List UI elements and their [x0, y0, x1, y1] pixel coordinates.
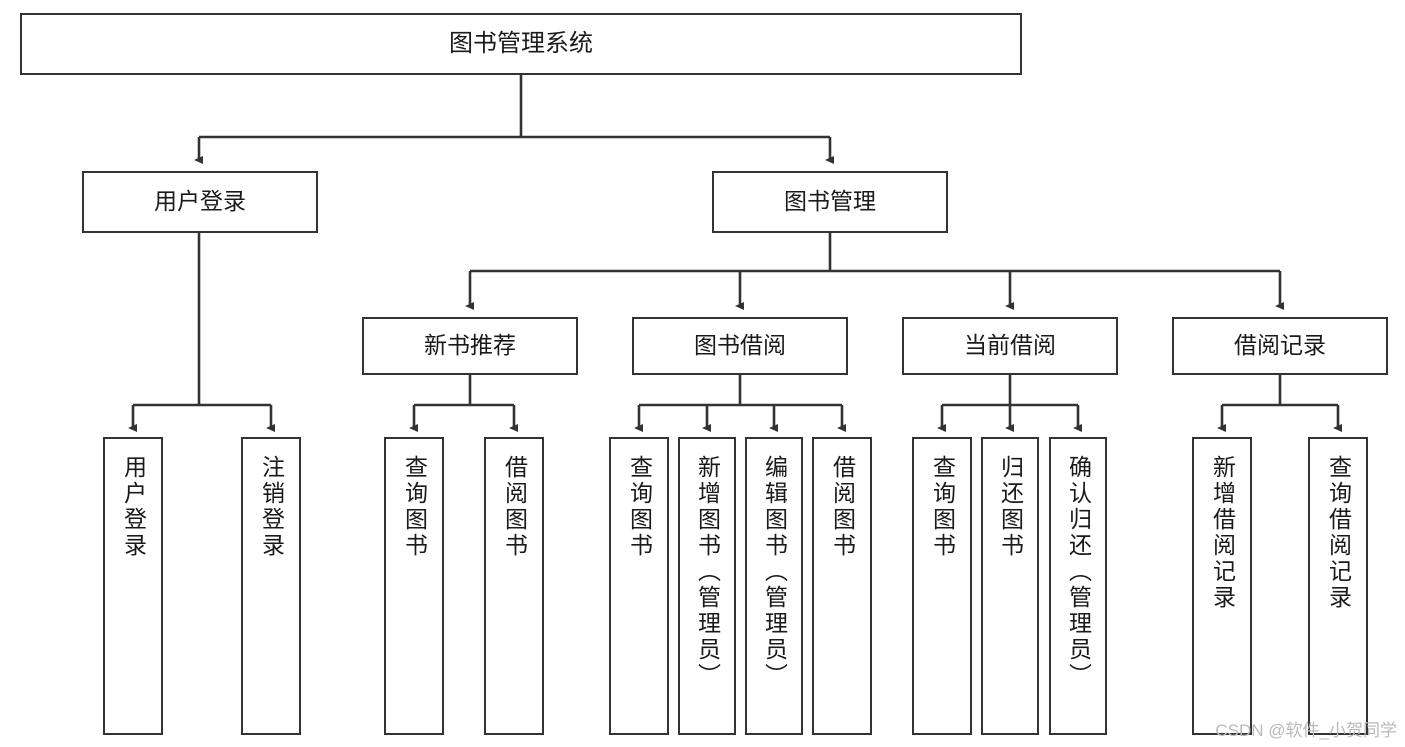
leaf-new-book-borrow-book[interactable]: 借阅图书 [484, 437, 544, 735]
leaf-borrow-records-add-record[interactable]: 新增借阅记录 [1192, 437, 1252, 735]
node-label: 查询借阅记录 [1325, 455, 1352, 611]
leaf-current-borrow-return-book[interactable]: 归还图书 [981, 437, 1039, 735]
node-label: 新增图书（管理员） [694, 455, 721, 689]
node-root-book-management-system[interactable]: 图书管理系统 [20, 13, 1022, 75]
leaf-book-borrow-borrow-book[interactable]: 借阅图书 [812, 437, 872, 735]
leaf-book-borrow-edit-book-admin[interactable]: 编辑图书（管理员） [745, 437, 803, 735]
node-label: 归还图书 [997, 455, 1024, 559]
leaf-new-book-query-book[interactable]: 查询图书 [384, 437, 444, 735]
node-label: 借阅记录 [1234, 332, 1326, 359]
watermark: CSDN @软件_小贺同学 [1215, 721, 1397, 740]
node-label: 图书管理系统 [449, 29, 593, 57]
node-label: 借阅图书 [829, 455, 856, 559]
node-label: 注销登录 [258, 455, 285, 559]
node-label: 查询图书 [401, 455, 428, 559]
node-label: 查询图书 [626, 455, 653, 559]
node-user-login[interactable]: 用户登录 [82, 171, 318, 233]
leaf-book-borrow-add-book-admin[interactable]: 新增图书（管理员） [678, 437, 736, 735]
node-borrow-records[interactable]: 借阅记录 [1172, 317, 1388, 375]
node-label: 当前借阅 [964, 332, 1056, 359]
node-book-management[interactable]: 图书管理 [712, 171, 948, 233]
leaf-current-borrow-confirm-return-admin[interactable]: 确认归还（管理员） [1049, 437, 1107, 735]
node-label: 确认归还（管理员） [1065, 455, 1092, 689]
node-label: 用户登录 [120, 455, 147, 559]
node-label: 新书推荐 [424, 332, 516, 359]
node-label: 新增借阅记录 [1209, 455, 1236, 611]
leaf-user-login-login[interactable]: 用户登录 [103, 437, 163, 735]
node-label: 图书借阅 [694, 332, 786, 359]
leaf-current-borrow-query-book[interactable]: 查询图书 [912, 437, 972, 735]
leaf-book-borrow-query-book[interactable]: 查询图书 [609, 437, 669, 735]
leaf-user-login-logout[interactable]: 注销登录 [241, 437, 301, 735]
leaf-borrow-records-query-record[interactable]: 查询借阅记录 [1308, 437, 1368, 735]
node-label: 编辑图书（管理员） [761, 455, 788, 689]
node-label: 查询图书 [929, 455, 956, 559]
node-label: 借阅图书 [501, 455, 528, 559]
node-label: 用户登录 [154, 188, 246, 215]
node-current-borrow[interactable]: 当前借阅 [902, 317, 1118, 375]
node-label: 图书管理 [784, 188, 876, 215]
node-book-borrow[interactable]: 图书借阅 [632, 317, 848, 375]
node-new-book-recommend[interactable]: 新书推荐 [362, 317, 578, 375]
